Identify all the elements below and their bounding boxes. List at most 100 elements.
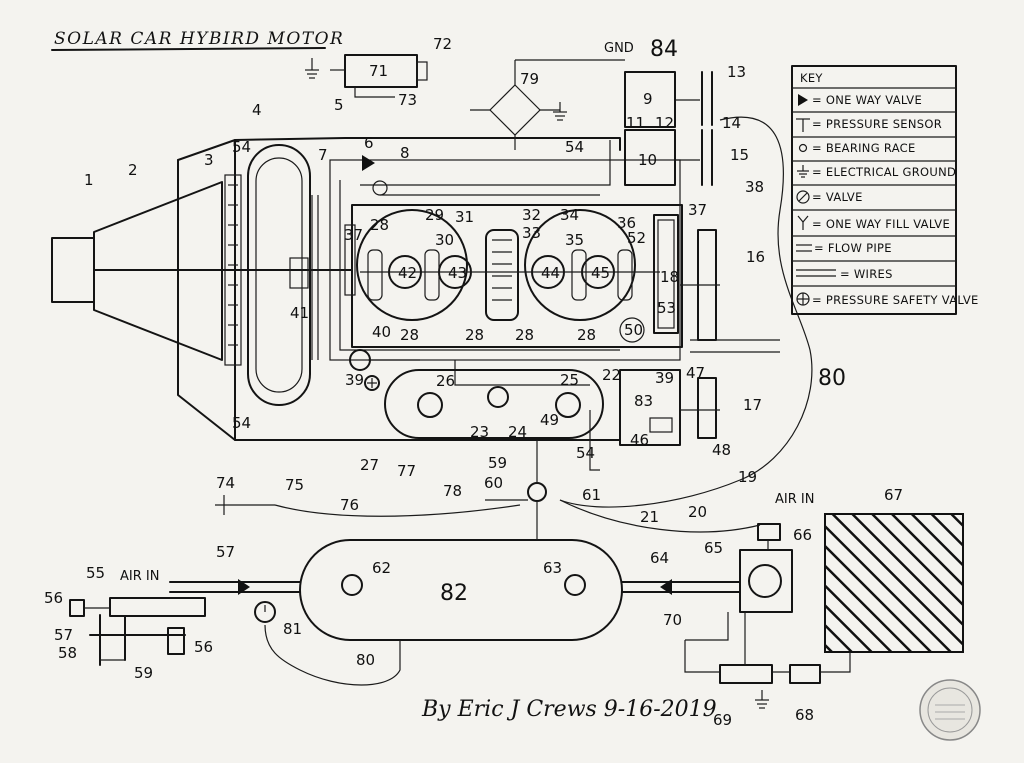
right-crank-wheel [524, 209, 636, 321]
ground-icon [755, 690, 769, 709]
callout-28b: 28 [400, 326, 419, 344]
callout-73: 73 [398, 91, 417, 109]
tank-label: 82 [440, 581, 468, 606]
callout-54a: 54 [232, 138, 251, 156]
callout-23: 23 [470, 423, 489, 441]
callout-41: 41 [290, 304, 309, 322]
bearing-race-icon [798, 143, 808, 153]
disc-17 [697, 377, 717, 439]
callout-30: 30 [435, 231, 454, 249]
valve-25 [555, 392, 581, 418]
cone-housing [93, 181, 223, 361]
callout-67: 67 [884, 486, 903, 504]
callout-15: 15 [730, 146, 749, 164]
callout-71: 71 [369, 62, 388, 80]
callout-44: 44 [541, 264, 560, 282]
callout-69: 69 [713, 711, 732, 729]
callout-52: 52 [627, 229, 646, 247]
callout-54c: 54 [232, 414, 251, 432]
key-row: = PRESSURE SENSOR [796, 117, 942, 132]
callout-63: 63 [543, 559, 562, 577]
one-way-fill-valve-icon [797, 215, 809, 230]
callout-39b: 39 [655, 369, 674, 387]
callout-21: 21 [640, 508, 659, 526]
safety-valve-39 [364, 375, 380, 391]
callout-70: 70 [663, 611, 682, 629]
callout-80a: 80 [818, 366, 846, 391]
pressure-gauge-81 [254, 601, 276, 623]
engine-block [329, 140, 683, 386]
callout-4: 4 [252, 101, 262, 119]
callout-2: 2 [128, 161, 138, 179]
rectifier-79 [489, 84, 541, 136]
callout-28d: 28 [515, 326, 534, 344]
callout-28c: 28 [465, 326, 484, 344]
callout-50: 50 [624, 321, 643, 339]
air-filter-66 [757, 523, 781, 541]
callout-68: 68 [795, 706, 814, 724]
solar-panel [824, 513, 964, 653]
legend-key: KEY = ONE WAY VALVE = PRESSURE SENSOR = … [791, 65, 978, 315]
callout-38: 38 [745, 178, 764, 196]
callout-66: 66 [793, 526, 812, 544]
callout-54d: 54 [576, 444, 595, 462]
callout-46: 46 [630, 431, 649, 449]
controller-69 [719, 664, 773, 684]
callout-57b: 57 [54, 626, 73, 644]
callout-19: 19 [738, 468, 757, 486]
valve-63 [564, 574, 586, 596]
tank-82 [299, 539, 623, 641]
key-label: = PRESSURE SENSOR [812, 117, 942, 131]
air-intake-55 [109, 597, 206, 617]
drawing-title: SOLAR CAR HYBIRD MOTOR [54, 29, 344, 49]
flow-pipe-icon [796, 244, 812, 252]
valve-icon [796, 190, 810, 204]
left-crank-wheel [356, 209, 468, 321]
callout-81: 81 [283, 620, 302, 638]
box-9 [624, 71, 676, 128]
key-label: = ONE WAY FILL VALVE [812, 217, 950, 231]
callout-62: 62 [372, 559, 391, 577]
engine-housing [51, 137, 621, 441]
callout-17: 17 [743, 396, 762, 414]
callout-56b: 56 [194, 638, 213, 656]
box-83 [619, 369, 681, 446]
electrical-ground-icon [797, 165, 809, 178]
key-row: = VALVE [796, 190, 862, 204]
one-way-valve-64 [660, 579, 672, 595]
pressure-safety-valve-icon [796, 292, 810, 306]
pedal-56-bottom [167, 627, 185, 655]
callout-7: 7 [318, 146, 328, 164]
callout-labels: GND AIR IN AIR IN 1 2 3 4 5 6 7 8 9 10 1… [44, 35, 903, 729]
callout-32: 32 [522, 206, 541, 224]
ground-icon [305, 58, 319, 79]
callout-59a: 59 [134, 664, 153, 682]
callout-84: 84 [650, 37, 678, 62]
label-gnd: GND [604, 41, 634, 56]
callout-75: 75 [285, 476, 304, 494]
key-row: = FLOW PIPE [796, 241, 892, 255]
key-row: = PRESSURE SAFETY VALVE [796, 292, 978, 307]
callout-80b: 80 [356, 651, 375, 669]
callout-37a: 37 [344, 226, 363, 244]
air-tank: 82 [169, 539, 741, 686]
key-row: = ONE WAY FILL VALVE [797, 215, 950, 231]
control-circuit [684, 612, 851, 684]
callout-40: 40 [372, 323, 391, 341]
one-way-valve-6 [362, 155, 375, 171]
key-row: = WIRES [796, 267, 892, 281]
callout-74: 74 [216, 474, 235, 492]
key-label: = FLOW PIPE [814, 241, 892, 255]
callout-12: 12 [655, 114, 674, 132]
callout-1: 1 [84, 171, 94, 189]
title-block: SOLAR CAR HYBIRD MOTOR [51, 29, 344, 51]
callout-9: 9 [643, 90, 653, 108]
key-label: = BEARING RACE [812, 141, 916, 155]
callout-31: 31 [455, 208, 474, 226]
callout-20: 20 [688, 503, 707, 521]
callout-22: 22 [602, 366, 621, 384]
key-row: = BEARING RACE [798, 141, 916, 155]
callout-35: 35 [565, 231, 584, 249]
